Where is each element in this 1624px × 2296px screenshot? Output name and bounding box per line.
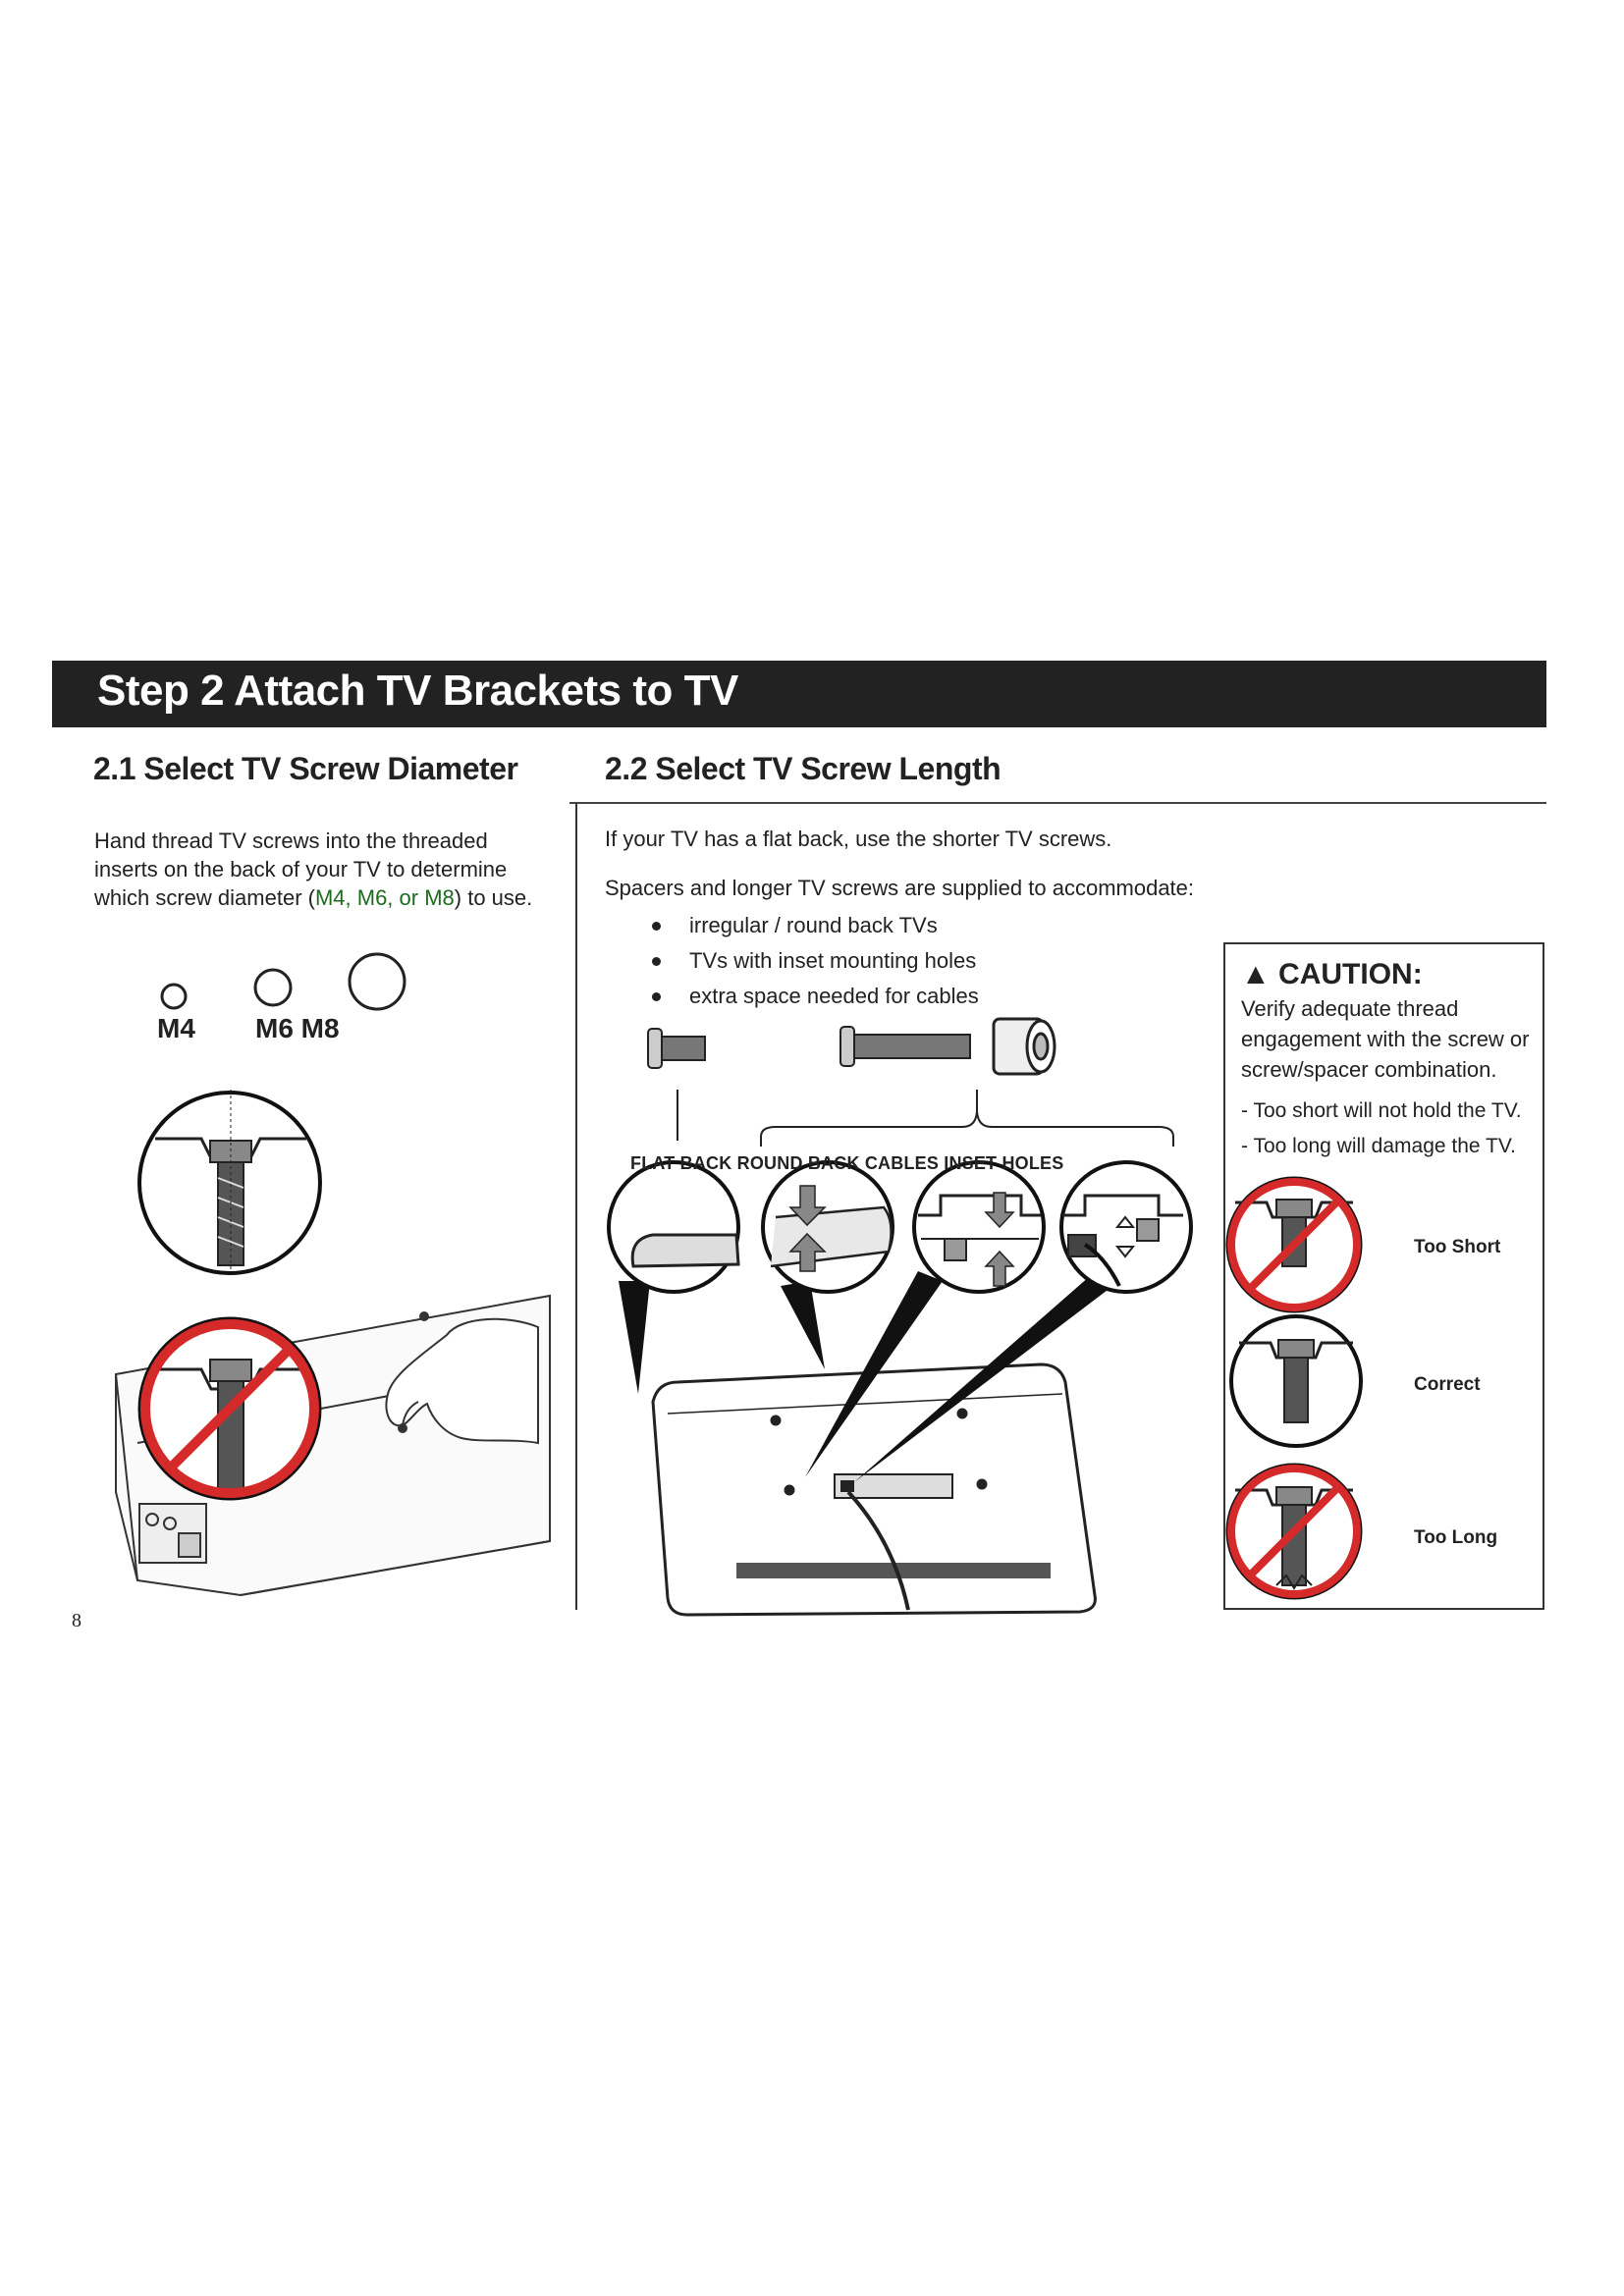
too-long-example — [1227, 1465, 1361, 1598]
too-short-example — [1227, 1178, 1361, 1311]
page-number: 8 — [72, 1610, 81, 1632]
correct-example — [1231, 1316, 1361, 1446]
